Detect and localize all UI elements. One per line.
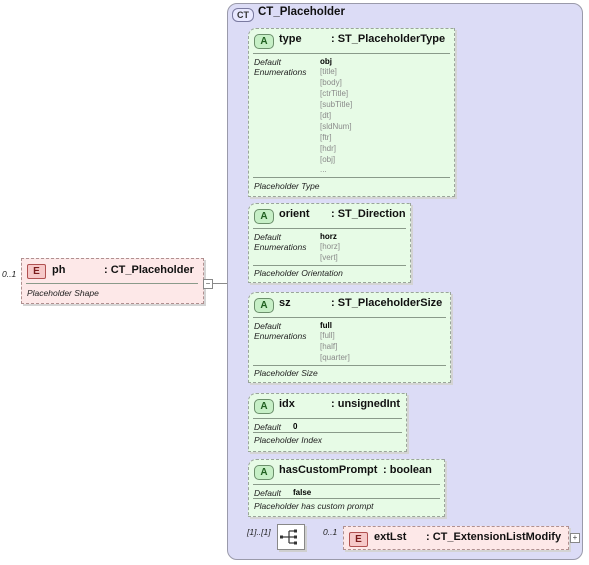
attribute-badge: A — [254, 209, 274, 224]
attribute-description: Placeholder Type — [254, 181, 320, 191]
enum-value: [dt] — [320, 111, 332, 120]
enum-value: [quarter] — [320, 353, 350, 362]
attribute-type-label: : unsignedInt — [331, 398, 401, 410]
separator — [253, 484, 440, 485]
attribute-type-label: : ST_PlaceholderType — [331, 33, 446, 45]
separator — [253, 418, 402, 419]
enum-value: [hdr] — [320, 144, 337, 153]
default-label: Default — [254, 57, 281, 67]
element-type: : CT_Placeholder — [104, 264, 194, 276]
enum-value: [vert] — [320, 253, 338, 262]
enum-value: [body] — [320, 78, 342, 87]
sequence-compositor[interactable] — [277, 524, 305, 550]
default-label: Default — [254, 422, 281, 432]
element-badge: E — [349, 532, 368, 547]
separator — [253, 228, 406, 229]
separator — [253, 432, 402, 433]
enum-value: [ctrTitle] — [320, 89, 349, 98]
attribute-badge: A — [254, 465, 274, 480]
enum-value: [half] — [320, 342, 338, 351]
element-badge: E — [27, 264, 46, 279]
attribute-type-label: : boolean — [383, 464, 432, 476]
attribute-type-label: : ST_Direction — [331, 208, 406, 220]
enum-value: ... — [320, 165, 327, 174]
attribute-hascustomprompt[interactable]: A hasCustomPrompt : boolean Default fals… — [248, 459, 445, 517]
attribute-type[interactable]: A type : ST_PlaceholderType Default obj … — [248, 28, 455, 197]
default-value: obj — [320, 57, 332, 66]
attribute-description: Placeholder Size — [254, 368, 318, 378]
attribute-name: orient — [279, 208, 310, 220]
element-type: : CT_ExtensionListModify — [426, 531, 562, 543]
enum-value: [horz] — [320, 242, 341, 251]
attribute-sz[interactable]: A sz : ST_PlaceholderSize Default full E… — [248, 292, 451, 383]
separator — [253, 317, 446, 318]
default-value: false — [293, 488, 312, 497]
element-extlst[interactable]: E extLst : CT_ExtensionListModify — [343, 526, 569, 550]
connector-root-to-container — [204, 283, 228, 284]
root-occurrence: 0..1 — [2, 269, 17, 279]
enum-value: [subTitle] — [320, 100, 353, 109]
enum-value: [obj] — [320, 155, 336, 164]
enumerations-label: Enumerations — [254, 331, 307, 341]
separator — [253, 53, 450, 54]
enum-value: [full] — [320, 331, 335, 340]
enum-value: [sldNum] — [320, 122, 352, 131]
attribute-badge: A — [254, 399, 274, 414]
default-label: Default — [254, 232, 281, 242]
collapse-toggle[interactable]: − — [203, 279, 213, 289]
attribute-name: type — [279, 33, 302, 45]
separator — [26, 283, 198, 284]
element-name: ph — [52, 264, 66, 276]
separator — [253, 365, 446, 366]
separator — [253, 265, 406, 266]
default-value: full — [320, 321, 332, 330]
default-value: horz — [320, 232, 337, 241]
element-description: Placeholder Shape — [27, 288, 99, 298]
sequence-icon — [280, 529, 297, 545]
default-value: 0 — [293, 422, 298, 431]
attribute-type-label: : ST_PlaceholderSize — [331, 297, 443, 309]
separator — [253, 498, 440, 499]
attribute-name: idx — [279, 398, 295, 410]
enumerations-label: Enumerations — [254, 242, 307, 252]
separator — [253, 177, 450, 178]
enum-value: [ftr] — [320, 133, 332, 142]
default-label: Default — [254, 488, 281, 498]
enumerations-label: Enumerations — [254, 67, 307, 77]
element-name: extLst — [374, 531, 407, 543]
attribute-description: Placeholder Index — [254, 435, 323, 445]
sequence-occurrence: [1]..[1] — [247, 527, 271, 537]
attribute-orient[interactable]: A orient : ST_Direction Default horz Enu… — [248, 203, 411, 283]
attribute-description: Placeholder Orientation — [254, 268, 343, 278]
ext-occurrence: 0..1 — [323, 527, 338, 537]
enum-value: [title] — [320, 67, 337, 76]
complex-type-badge: CT — [232, 8, 254, 22]
attribute-name: hasCustomPrompt — [279, 464, 378, 476]
element-ph[interactable]: E ph : CT_Placeholder Placeholder Shape — [21, 258, 204, 304]
attribute-badge: A — [254, 298, 274, 313]
expand-toggle[interactable]: + — [570, 533, 580, 543]
complex-type-title: CT_Placeholder — [258, 6, 345, 18]
attribute-idx[interactable]: A idx : unsignedInt Default 0 Placeholde… — [248, 393, 407, 452]
default-label: Default — [254, 321, 281, 331]
attribute-name: sz — [279, 297, 291, 309]
attribute-badge: A — [254, 34, 274, 49]
attribute-description: Placeholder has custom prompt — [254, 501, 374, 511]
